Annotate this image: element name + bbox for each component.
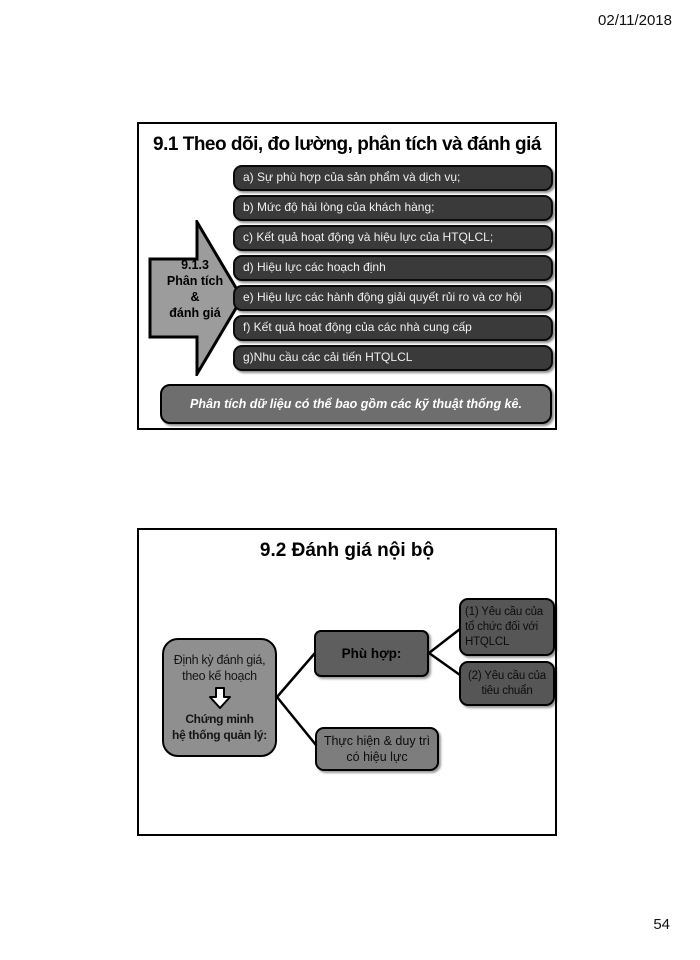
- slide-9-2: 9.2 Đánh giá nội bộ Định kỳ đánh giá, th…: [137, 528, 557, 836]
- requirement-standard-line: tiêu chuẩn: [481, 684, 533, 697]
- arrow-label-line: đánh giá: [169, 306, 221, 320]
- arrow-label-line: &: [190, 290, 200, 304]
- items-list: a) Sự phù hợp của sản phẩm và dịch vụ; b…: [233, 165, 553, 375]
- requirement-org-line: tổ chức đối với: [465, 621, 538, 633]
- implementation-line: có hiệu lực: [346, 750, 408, 764]
- slide-9-1-title: 9.1 Theo dõi, đo lường, phân tích và đán…: [153, 134, 541, 155]
- item-box-b: b) Mức độ hài lòng của khách hàng;: [233, 195, 553, 221]
- slide-9-2-title: 9.2 Đánh giá nội bộ: [259, 540, 435, 561]
- implementation-line: Thực hiện & duy trì: [323, 734, 431, 748]
- requirement-org-line: HTQLCL: [465, 636, 510, 648]
- connector-line: [428, 651, 461, 677]
- implementation-box: Thực hiện & duy trì có hiệu lực: [315, 727, 439, 771]
- periodic-audit-box: Định kỳ đánh giá, theo kế hoạch Chứng mi…: [162, 638, 277, 757]
- connector-line: [428, 628, 461, 654]
- requirement-org-line: (1) Yêu cầu của: [465, 606, 543, 618]
- statistics-note-box: Phân tích dữ liệu có thể bao gồm các kỹ …: [160, 384, 552, 424]
- arrow-label-line: 9.1.3: [181, 258, 209, 272]
- arrow-label-line: Phân tích: [166, 274, 224, 288]
- item-box-f: f) Kết quả hoạt động của các nhà cung cấ…: [233, 315, 553, 341]
- slide-9-1: 9.1 Theo dõi, đo lường, phân tích và đán…: [137, 122, 557, 430]
- prove-system-line: Chứng minh: [185, 712, 254, 726]
- page-number: 54: [653, 916, 670, 933]
- requirement-standard-box: (2) Yêu cầu của tiêu chuẩn: [459, 661, 555, 706]
- requirement-org-box: (1) Yêu cầu của tổ chức đối với HTQLCL: [459, 598, 555, 656]
- date-label: 02/11/2018: [598, 12, 672, 29]
- item-box-d: d) Hiệu lực các hoạch định: [233, 255, 553, 281]
- prove-system-line: hệ thống quản lý:: [172, 728, 267, 742]
- down-arrow-icon: [208, 687, 231, 709]
- connector-line: [276, 652, 316, 698]
- arrow-label: 9.1.3 Phân tích & đánh giá: [149, 257, 241, 321]
- periodic-audit-line: theo kế hoạch: [182, 669, 257, 683]
- item-box-c: c) Kết quả hoạt động và hiệu lực của HTQ…: [233, 225, 553, 251]
- requirement-standard-line: (2) Yêu cầu của: [468, 669, 546, 682]
- item-box-e: e) Hiệu lực các hành động giải quyết rủi…: [233, 285, 553, 311]
- conformity-box: Phù hợp:: [314, 630, 429, 677]
- down-arrow-path: [208, 687, 231, 709]
- item-box-a: a) Sự phù hợp của sản phẩm và dịch vụ;: [233, 165, 553, 191]
- periodic-audit-line: Định kỳ đánh giá,: [173, 653, 266, 667]
- connector-line: [276, 696, 317, 746]
- right-arrow-polygon: [148, 220, 244, 376]
- right-arrow-shape: [148, 220, 244, 376]
- connector-lines: [276, 628, 461, 746]
- item-box-g: g)Nhu cầu các cải tiến HTQLCL: [233, 345, 553, 371]
